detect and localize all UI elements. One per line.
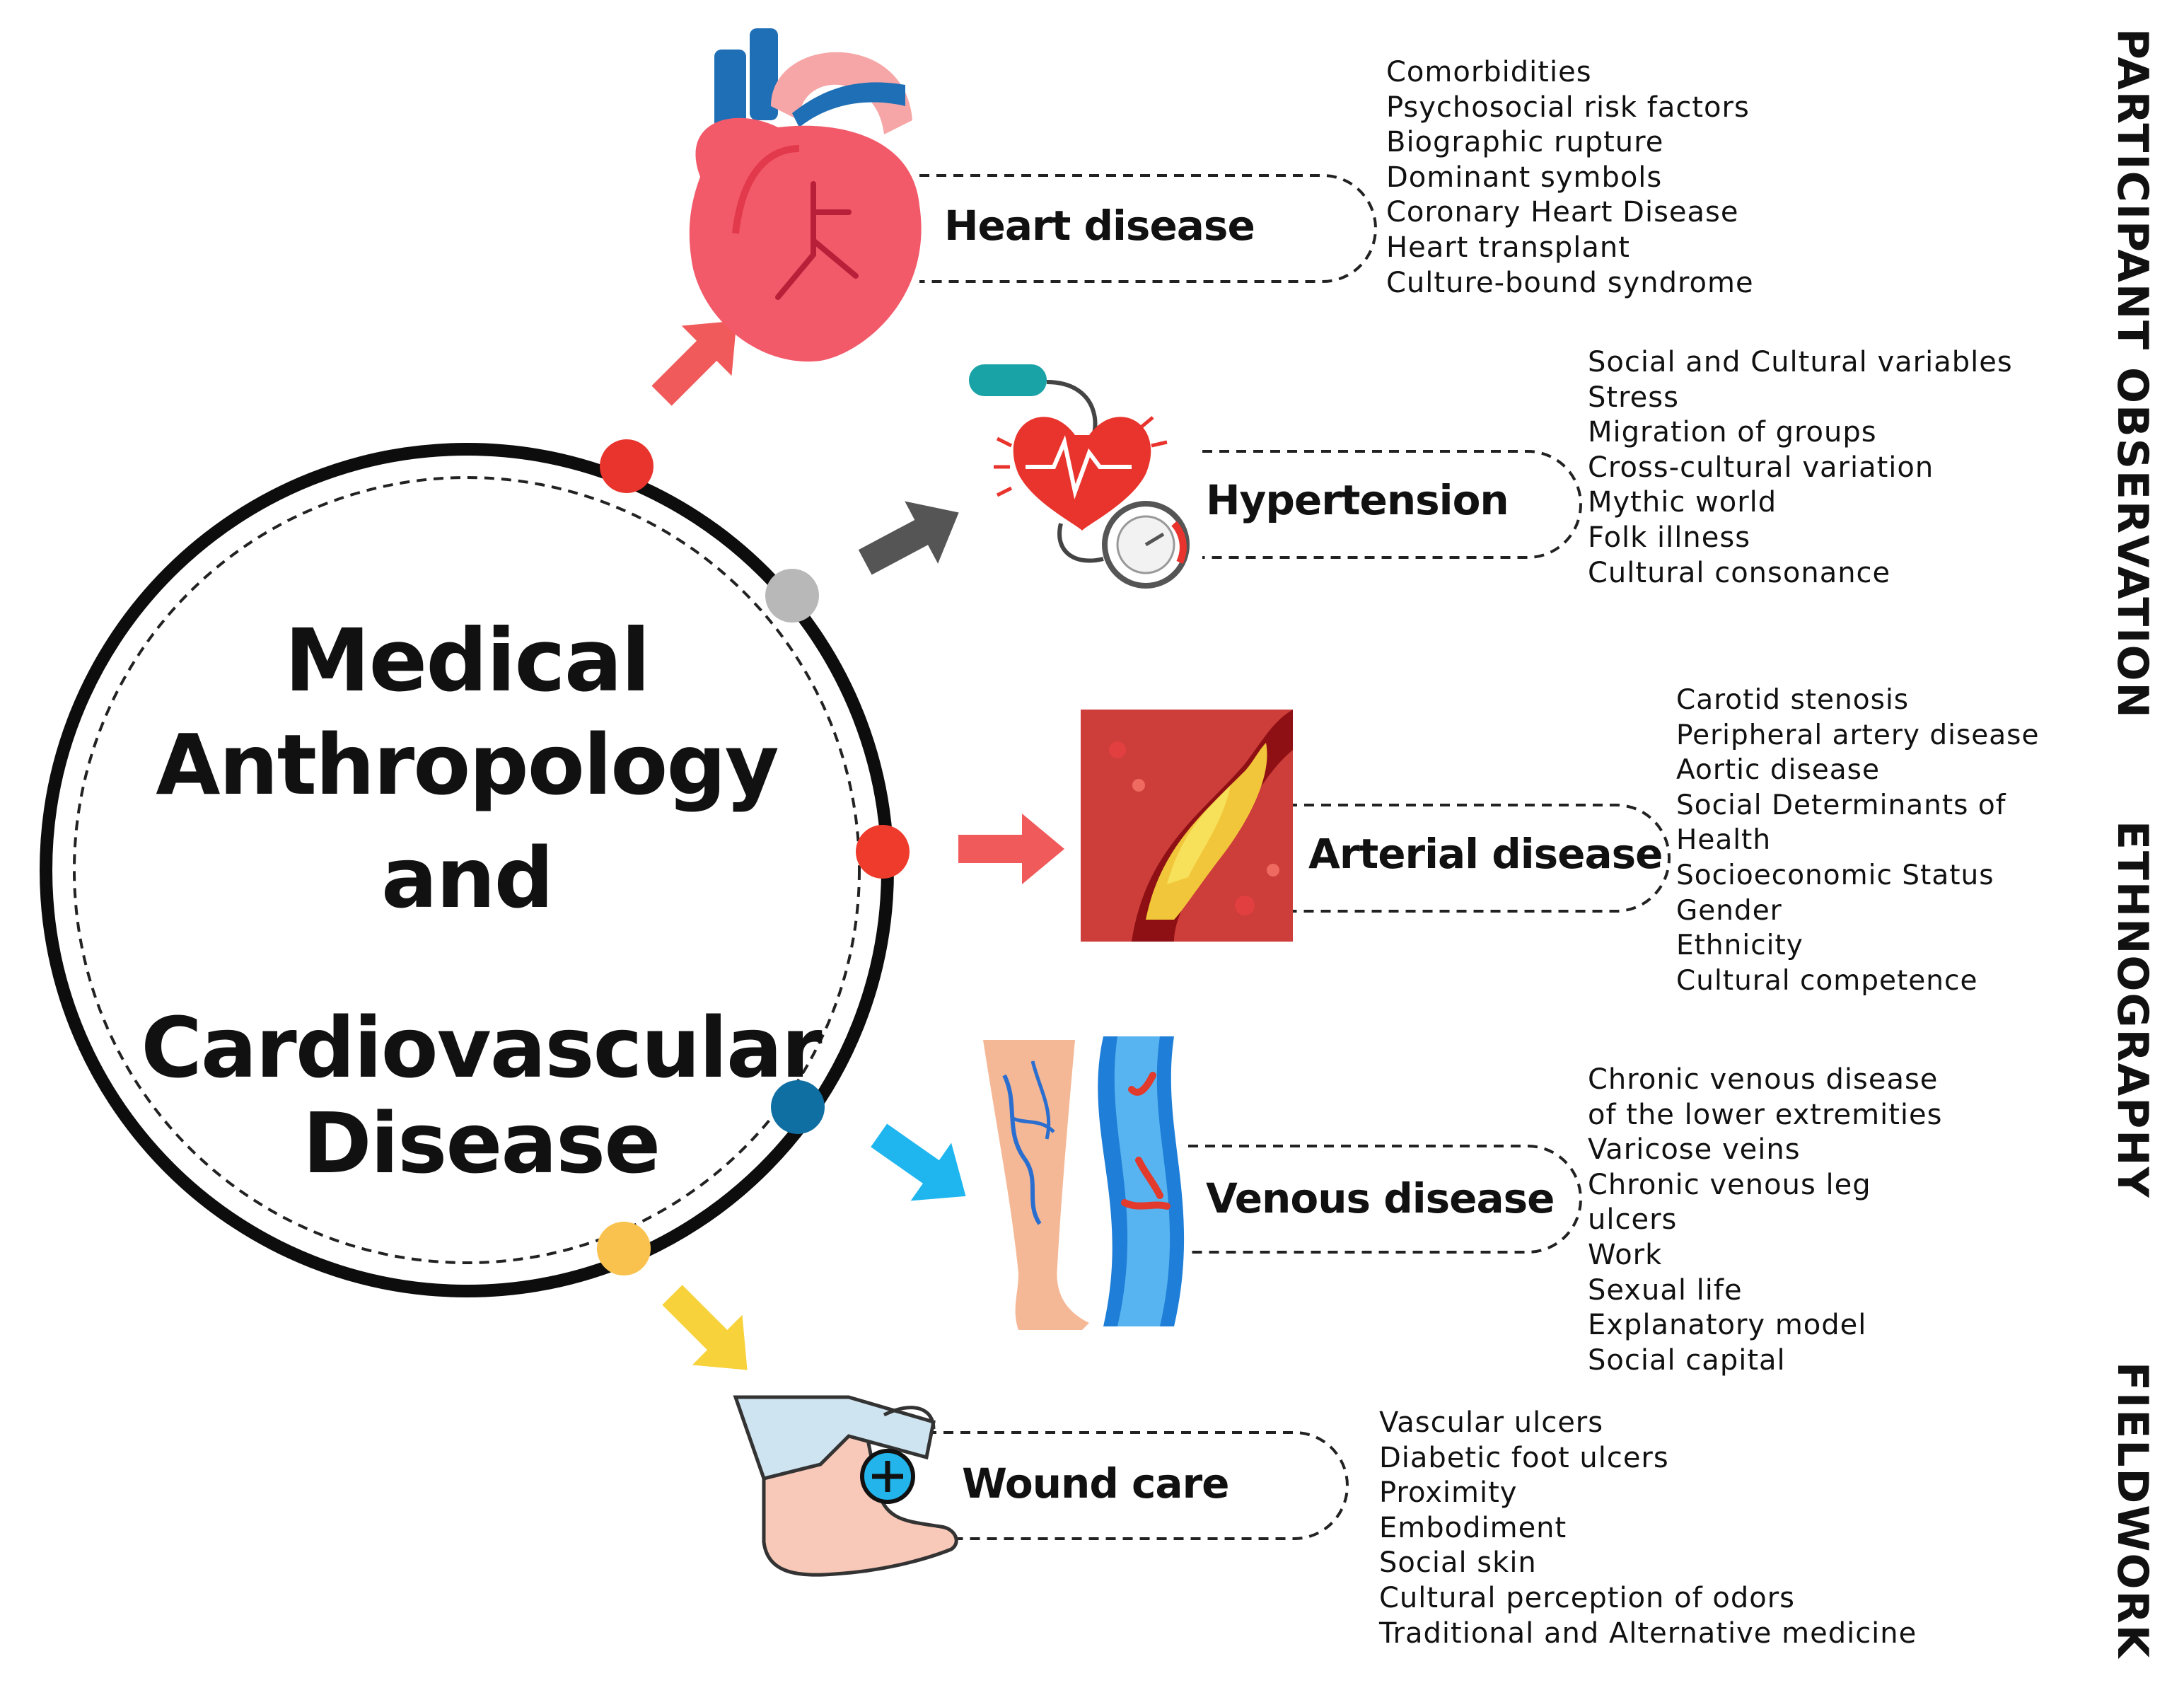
keyword: Coronary Heart Disease xyxy=(1386,196,1739,229)
keyword: Comorbidities xyxy=(1386,56,1592,88)
center-title-line1: Medical xyxy=(284,611,651,711)
keyword: Social skin xyxy=(1379,1546,1537,1580)
keyword: Dominant symbols xyxy=(1386,161,1663,194)
keyword: Psychosocial risk factors xyxy=(1386,91,1750,124)
keyword: Traditional and Alternative medicine xyxy=(1379,1616,1917,1650)
ring-dot-arterial xyxy=(856,825,910,879)
keyword: Folk illness xyxy=(1588,521,1751,554)
keyword: Gender xyxy=(1676,894,1782,927)
arrow-arterial xyxy=(958,814,1064,884)
arrow-heart xyxy=(651,320,737,406)
keyword: Ethnicity xyxy=(1676,930,1803,962)
bracket-arterial xyxy=(1287,804,1671,913)
keyword: Social capital xyxy=(1588,1343,1786,1377)
keyword: Social and Cultural variables xyxy=(1588,346,2013,378)
bracket-wound xyxy=(927,1431,1349,1540)
bracket-venous xyxy=(1188,1145,1582,1254)
keyword-list-wound-care: Vascular ulcers Diabetic foot ulcers Pro… xyxy=(1379,1406,1917,1651)
ring-dot-hypertension xyxy=(765,569,819,623)
keyword: Heart transplant xyxy=(1386,231,1630,264)
keyword: ulcers xyxy=(1588,1203,1678,1237)
keyword: Sexual life xyxy=(1588,1273,1743,1307)
heart-icon xyxy=(689,28,922,362)
keyword: Cross-cultural variation xyxy=(1588,451,1934,484)
keyword: Stress xyxy=(1588,381,1679,414)
keyword: Chronic venous disease xyxy=(1588,1063,1939,1096)
ring-dot-heart xyxy=(600,439,654,493)
method-fieldwork: FIELDWORK xyxy=(2108,1362,2157,1660)
center-title-line3: and xyxy=(381,829,554,927)
center-title-line4: Cardiovascular xyxy=(141,999,822,1097)
keyword: Embodiment xyxy=(1379,1511,1567,1544)
topic-label-arterial-disease: Arterial disease xyxy=(1308,830,1663,878)
center-inner-ring xyxy=(73,476,861,1264)
keyword: Cultural competence xyxy=(1676,964,1978,997)
center-title-line2: Anthropology xyxy=(156,716,779,814)
bracket-hypertension xyxy=(1202,450,1582,559)
keyword: Socioeconomic Status xyxy=(1676,859,1994,891)
keyword: Mythic world xyxy=(1588,486,1777,519)
keyword: Proximity xyxy=(1379,1476,1518,1510)
keyword: Migration of groups xyxy=(1588,416,1877,449)
method-participant-observation: PARTICIPANT OBSERVATION xyxy=(2108,28,2157,719)
keyword: Peripheral artery disease xyxy=(1676,719,2040,751)
bandaged-foot-icon xyxy=(733,1395,958,1577)
ring-dot-venous xyxy=(771,1080,825,1134)
keyword: Carotid stenosis xyxy=(1676,684,1910,716)
keyword: Varicose veins xyxy=(1588,1133,1801,1167)
artery-plaque-icon xyxy=(1081,710,1293,942)
topic-label-heart-disease: Heart disease xyxy=(944,202,1255,250)
leg-veins-icon xyxy=(983,1036,1185,1330)
arrow-wound xyxy=(662,1285,748,1370)
center-title-line5: Disease xyxy=(302,1094,661,1192)
keyword: Social Determinants of xyxy=(1676,789,2006,821)
keyword: Aortic disease xyxy=(1676,754,1880,787)
arrow-hypertension xyxy=(858,501,959,575)
keyword-list-arterial-disease: Carotid stenosis Peripheral artery disea… xyxy=(1676,683,2039,998)
keyword: of the lower extremities xyxy=(1588,1098,1943,1131)
arrow-venous xyxy=(871,1123,966,1201)
keyword: Explanatory model xyxy=(1588,1309,1867,1342)
topic-label-venous-disease: Venous disease xyxy=(1206,1174,1555,1222)
topic-label-wound-care: Wound care xyxy=(962,1459,1230,1508)
ring-dot-wound xyxy=(597,1222,651,1275)
keyword: Vascular ulcers xyxy=(1379,1406,1604,1439)
keyword: Health xyxy=(1676,824,1772,857)
method-ethnography: ETHNOGRAPHY xyxy=(2108,821,2157,1199)
keyword: Work xyxy=(1588,1238,1663,1271)
keyword-list-heart-disease: Comorbidities Psychosocial risk factors … xyxy=(1386,55,1754,301)
bracket-heart xyxy=(919,174,1377,283)
keyword-list-venous-disease: Chronic venous disease of the lower extr… xyxy=(1588,1063,1942,1378)
keyword: Chronic venous leg xyxy=(1588,1168,1871,1201)
keyword: Diabetic foot ulcers xyxy=(1379,1441,1669,1474)
keyword: Biographic rupture xyxy=(1386,126,1664,159)
topic-label-hypertension: Hypertension xyxy=(1206,476,1509,524)
blood-pressure-icon xyxy=(969,364,1190,589)
keyword-list-hypertension: Social and Cultural variables Stress Mig… xyxy=(1588,345,2013,591)
keyword: Cultural perception of odors xyxy=(1379,1581,1795,1614)
keyword: Cultural consonance xyxy=(1588,556,1891,589)
keyword: Culture-bound syndrome xyxy=(1386,266,1754,299)
